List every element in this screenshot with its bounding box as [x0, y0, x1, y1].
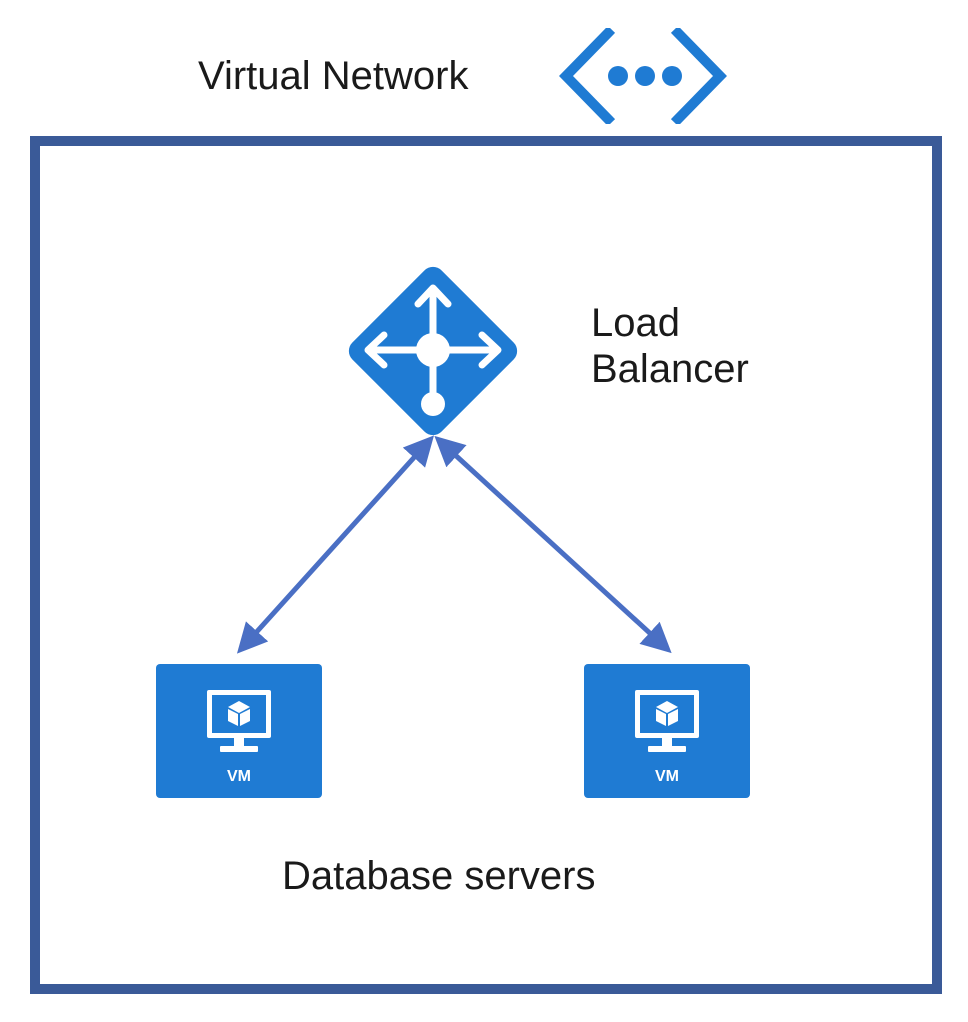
database-servers-label: Database servers: [282, 854, 596, 898]
load-balancer-label-line1: Load: [591, 301, 680, 345]
virtual-machine-icon: [207, 690, 271, 752]
connector-right: [434, 435, 672, 654]
virtual-machine-icon: [635, 690, 699, 752]
vm-node-left: VM: [156, 664, 322, 798]
load-balancer-icon: [348, 266, 518, 436]
virtual-network-boundary: [30, 136, 942, 994]
virtual-network-title: Virtual Network: [198, 54, 469, 98]
vm-label: VM: [227, 768, 251, 785]
load-balancer-label: Load Balancer: [591, 300, 749, 392]
vm-node-right: VM: [584, 664, 750, 798]
vm-label: VM: [655, 768, 679, 785]
load-balancer-label-line2: Balancer: [591, 347, 749, 391]
connector-left: [236, 435, 435, 654]
virtual-network-icon: [559, 28, 727, 124]
